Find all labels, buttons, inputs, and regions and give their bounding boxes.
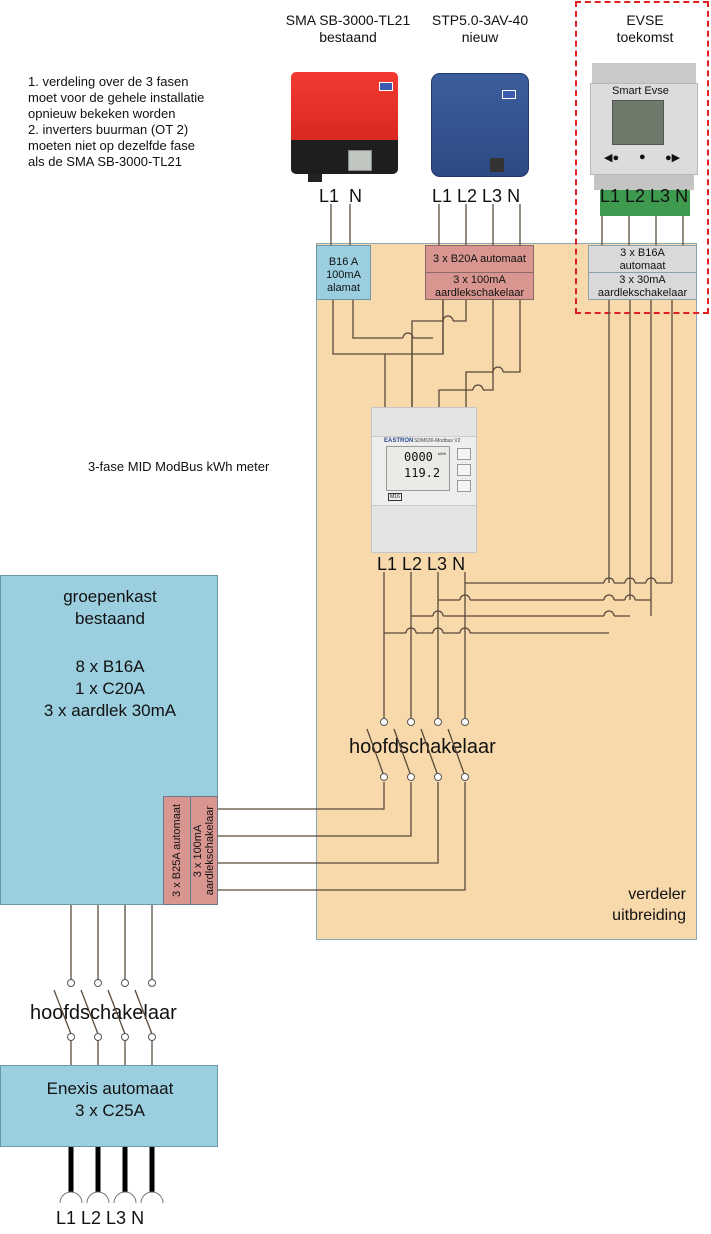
stp-breaker-automaat-label: 3 x B20A automaat bbox=[433, 253, 526, 265]
enexis-automaat: Enexis automaat 3 x C25A bbox=[0, 1065, 218, 1147]
meter-button-3[interactable] bbox=[457, 480, 471, 492]
main-switch-contact bbox=[67, 979, 75, 987]
evse-title: EVSE toekomst bbox=[590, 12, 700, 46]
groepenkast-title: groepenkast bestaand bbox=[63, 587, 157, 628]
evse-name: EVSE bbox=[626, 12, 664, 28]
meter-terminals: L1 L2 L3 N bbox=[377, 554, 466, 574]
evse-breaker-aardlek: 3 x 30mA aardlekschakelaar bbox=[588, 272, 697, 300]
groepenkast-b25a-automaat: 3 x B25A automaat bbox=[163, 796, 191, 905]
stp-logo-icon bbox=[502, 90, 516, 99]
meter-display-unit: kWh bbox=[438, 451, 446, 456]
stp-model: STP5.0-3AV-40 bbox=[431, 12, 529, 28]
evse-screen bbox=[612, 100, 664, 145]
meter-button-2[interactable] bbox=[457, 464, 471, 476]
evse-button-right[interactable]: ●▶ bbox=[665, 152, 681, 164]
sma-breaker-line3: alamat bbox=[326, 282, 361, 294]
sma-breaker: B16 A 100mA alamat bbox=[316, 245, 371, 300]
verdeler-switch-label: hoofdschakelaar bbox=[349, 736, 496, 758]
notes: 1. verdeling over de 3 fasen moet voor d… bbox=[28, 74, 205, 169]
evse-aardlek-line1: 3 x 30mA bbox=[619, 274, 666, 286]
sma-breaker-line1: B16 A bbox=[328, 256, 359, 268]
evse-aardlek-line2: aardlekschakelaar bbox=[597, 287, 688, 299]
groepenkast-contents: 8 x B16A 1 x C20A 3 x aardlek 30mA bbox=[43, 657, 177, 720]
stp-aardlek-line2: aardlekschakelaar bbox=[434, 287, 525, 299]
meter-display-bottom: 119.2 bbox=[404, 466, 441, 480]
groepenkast-aardlek: 3 x 100mA aardlekschakelaar bbox=[190, 796, 218, 905]
stp-breaker-aardlek: 3 x 100mA aardlekschakelaar bbox=[425, 272, 534, 300]
evse-button-left[interactable]: ◀● bbox=[604, 152, 620, 164]
meter-model: SDM630-Modbus V2 bbox=[414, 438, 461, 444]
stp-aardlek-line1: 3 x 100mA bbox=[453, 274, 506, 286]
supply-terminals: L1 L2 L3 N bbox=[56, 1208, 145, 1228]
stp-inverter bbox=[431, 73, 529, 177]
kwh-meter: EASTRON SDM630-Modbus V2 0000 kWh 119.2 … bbox=[371, 407, 477, 553]
evse-terminals: L1 L2 L3 N bbox=[600, 186, 689, 206]
stp-breaker-automaat: 3 x B20A automaat bbox=[425, 245, 534, 273]
sma-logo-icon bbox=[379, 82, 393, 91]
evse-breaker-automaat: 3 x B16A automaat bbox=[588, 245, 697, 273]
sma-title: SMA SB-3000-TL21 bestaand bbox=[268, 12, 428, 46]
meter-mid-badge: M16 bbox=[388, 493, 402, 501]
enexis-title: Enexis automaat 3 x C25A bbox=[46, 1079, 174, 1120]
sma-breaker-line2: 100mA bbox=[326, 269, 361, 281]
meter-display-top: 0000 bbox=[404, 450, 433, 464]
verdeler-uitbreiding-panel bbox=[316, 243, 697, 940]
evse-button-mid[interactable]: ● bbox=[639, 151, 646, 163]
stp-title: STP5.0-3AV-40 nieuw bbox=[410, 12, 550, 46]
meter-display: 0000 kWh 119.2 bbox=[386, 446, 450, 491]
evse-future-region bbox=[575, 1, 709, 314]
meter-caption: 3-fase MID ModBus kWh meter bbox=[88, 459, 270, 474]
evse-device: Smart Evse ◀● ● ●▶ bbox=[590, 63, 698, 218]
evse-label: Smart Evse bbox=[612, 85, 669, 97]
stp-status: nieuw bbox=[461, 29, 499, 45]
main-switch-label: hoofdschakelaar bbox=[30, 1002, 177, 1024]
groepenkast-b25a-label: 3 x B25A automaat bbox=[171, 804, 183, 897]
sma-display-icon bbox=[348, 150, 372, 171]
meter-brand: EASTRON bbox=[384, 438, 414, 444]
sma-model: SMA SB-3000-TL21 bbox=[285, 12, 411, 28]
supply-connectors bbox=[59, 1191, 164, 1204]
evse-automaat-line2: automaat bbox=[619, 260, 666, 272]
sma-terminals: L1 N bbox=[319, 186, 363, 206]
stp-terminals: L1 L2 L3 N bbox=[432, 186, 521, 206]
sma-status: bestaand bbox=[319, 29, 377, 45]
sma-inverter bbox=[291, 72, 398, 182]
evse-automaat-line1: 3 x B16A bbox=[620, 247, 665, 259]
verdeler-label: verdeler uitbreiding bbox=[612, 886, 686, 924]
groepenkast-aardlek-label: 3 x 100mA aardlekschakelaar bbox=[192, 805, 216, 896]
evse-status: toekomst bbox=[616, 29, 674, 45]
meter-button-1[interactable] bbox=[457, 448, 471, 460]
